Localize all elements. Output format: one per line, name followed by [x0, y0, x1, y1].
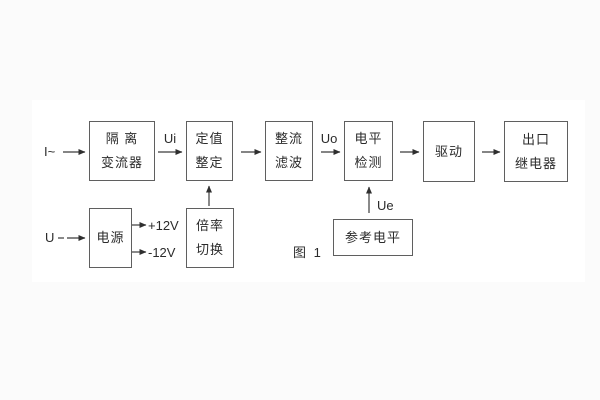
block-ratio-switch: 倍率 切换	[186, 208, 234, 268]
input-voltage-label: U	[45, 230, 55, 245]
block-setpoint-setting: 定值 整定	[186, 121, 233, 181]
signal-minus12v-label: -12V	[148, 245, 176, 260]
block-rectifier-line2: 滤波	[274, 155, 303, 170]
figure-caption: 图 1	[293, 245, 323, 260]
block-isolation-line1: 隔 离	[105, 131, 139, 146]
block-level-detection: 电平 检测	[344, 121, 393, 181]
input-current-label: I~	[44, 144, 56, 159]
block-level-line2: 检测	[354, 155, 383, 170]
block-reference-label: 参考电平	[344, 229, 401, 245]
block-relay-line2: 继电器	[514, 155, 557, 171]
block-level-line1: 电平	[354, 131, 383, 146]
block-drive: 驱动	[423, 121, 475, 182]
block-output-relay: 出口 继电器	[504, 121, 568, 182]
block-relay-line1: 出口	[521, 131, 550, 147]
block-rectifier-line1: 整流	[274, 131, 303, 146]
signal-ue-label: Ue	[377, 198, 394, 213]
block-setting-line2: 整定	[195, 155, 224, 170]
block-isolation-transformer: 隔 离 变流器	[89, 121, 155, 181]
block-power-supply: 电源	[89, 208, 132, 268]
block-ratio-line1: 倍率	[195, 218, 224, 233]
signal-ui-label: Ui	[163, 131, 177, 146]
block-ratio-line2: 切换	[195, 242, 224, 257]
block-setting-line1: 定值	[195, 131, 224, 146]
block-drive-label: 驱动	[434, 143, 463, 159]
block-isolation-line2: 变流器	[100, 155, 143, 170]
block-rectifier-filter: 整流 滤波	[265, 121, 313, 181]
signal-uo-label: Uo	[320, 131, 338, 146]
block-reference-level: 参考电平	[333, 219, 413, 256]
block-power-label: 电源	[96, 230, 125, 245]
signal-plus12v-label: +12V	[148, 218, 179, 233]
